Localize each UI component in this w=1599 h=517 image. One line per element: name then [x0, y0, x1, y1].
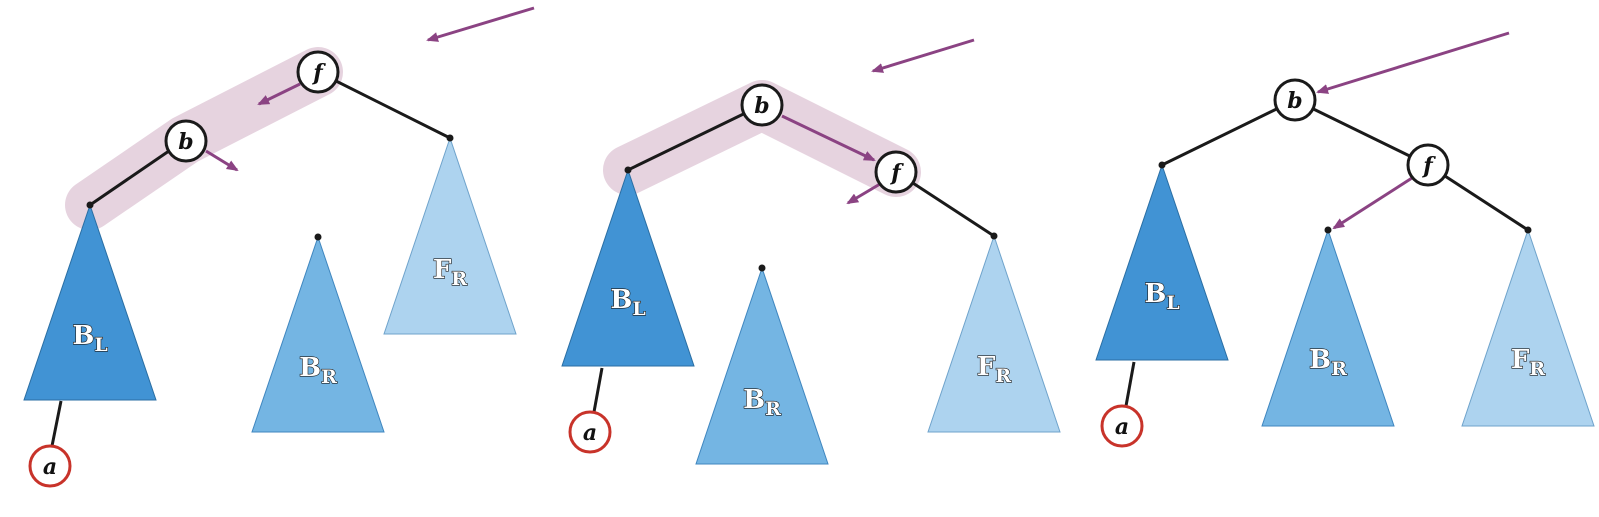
node-b: b	[1273, 78, 1317, 122]
rotation-arrow	[1332, 176, 1413, 230]
subtree-bl	[561, 168, 695, 367]
joint-dot	[86, 201, 94, 209]
panel-before-rotation: f b a BL BR FR	[23, 6, 535, 488]
subtree-bl	[1095, 163, 1229, 361]
subtree-br	[251, 235, 385, 433]
node-b-label: b	[1287, 88, 1302, 114]
joint-dot	[446, 134, 454, 142]
node-a-label: a	[43, 454, 57, 480]
node-f-circle	[874, 150, 918, 194]
subtree-fr	[927, 234, 1061, 433]
subtree-fr	[383, 136, 517, 335]
node-b: b	[164, 119, 208, 163]
subtree-fr	[1461, 228, 1595, 427]
subtree-br	[1261, 228, 1395, 427]
node-f-label: f	[1421, 153, 1436, 179]
joint-dot	[1524, 226, 1532, 234]
pointer-arrow	[426, 6, 535, 42]
subtree-bl-label: BL	[72, 321, 107, 356]
node-f: f	[296, 50, 340, 94]
pointer-arrow	[871, 38, 975, 73]
node-f-circle	[1406, 143, 1450, 187]
node-f-label: f	[889, 160, 904, 186]
node-a-circle	[568, 410, 612, 454]
node-a: a	[28, 444, 72, 488]
node-f: f	[874, 150, 918, 194]
node-a: a	[568, 410, 612, 454]
edge-a-bl	[592, 367, 604, 413]
node-b-label: b	[178, 129, 193, 155]
node-a-label: a	[583, 420, 597, 446]
joint-dot	[1158, 161, 1166, 169]
joint-dot	[314, 233, 322, 241]
panel-after-rotation: b f a BL BR FR	[1095, 31, 1595, 448]
subtree-bl	[23, 203, 157, 401]
rotation-arrow	[205, 149, 239, 172]
node-a: a	[1100, 404, 1144, 448]
pointer-arrow	[1316, 31, 1510, 94]
joint-dot	[1324, 226, 1332, 234]
node-a-circle	[1100, 404, 1144, 448]
joint-dot	[990, 232, 998, 240]
subtree-bl-label: BL	[610, 285, 645, 320]
node-f-circle	[296, 50, 340, 94]
edge-a-bl	[1124, 361, 1136, 407]
edge-a-bl	[50, 400, 63, 447]
node-a-circle	[28, 444, 72, 488]
node-f: f	[1406, 143, 1450, 187]
edge-b-bl	[1161, 98, 1296, 167]
joint-dot	[758, 264, 766, 272]
panel-mid-rotation: b f a BL BR FR	[561, 38, 1061, 465]
subtree-br	[695, 266, 829, 465]
edge-b-bl	[627, 103, 763, 172]
subtree-fr-label: FR	[433, 255, 467, 290]
node-b-circle	[740, 83, 784, 127]
rotation-arrow	[257, 82, 301, 106]
rotation-arrow	[781, 114, 876, 162]
node-b-circle	[164, 119, 208, 163]
subtree-fr-label: FR	[977, 352, 1011, 387]
subtree-fr-label: FR	[1511, 345, 1545, 380]
edge-b-f	[1294, 98, 1429, 167]
subtree-br-label: BR	[299, 353, 337, 388]
rotation-arrow	[846, 182, 881, 205]
node-b-circle	[1273, 78, 1317, 122]
node-b: b	[740, 83, 784, 127]
subtree-bl-label: BL	[1144, 279, 1179, 314]
node-f-label: f	[311, 60, 326, 86]
node-a-label: a	[1115, 414, 1129, 440]
subtree-br-label: BR	[1309, 345, 1347, 380]
joint-dot	[624, 166, 632, 174]
node-b-label: b	[754, 93, 769, 119]
edge-f-fr	[317, 70, 451, 140]
subtree-br-label: BR	[743, 385, 781, 420]
